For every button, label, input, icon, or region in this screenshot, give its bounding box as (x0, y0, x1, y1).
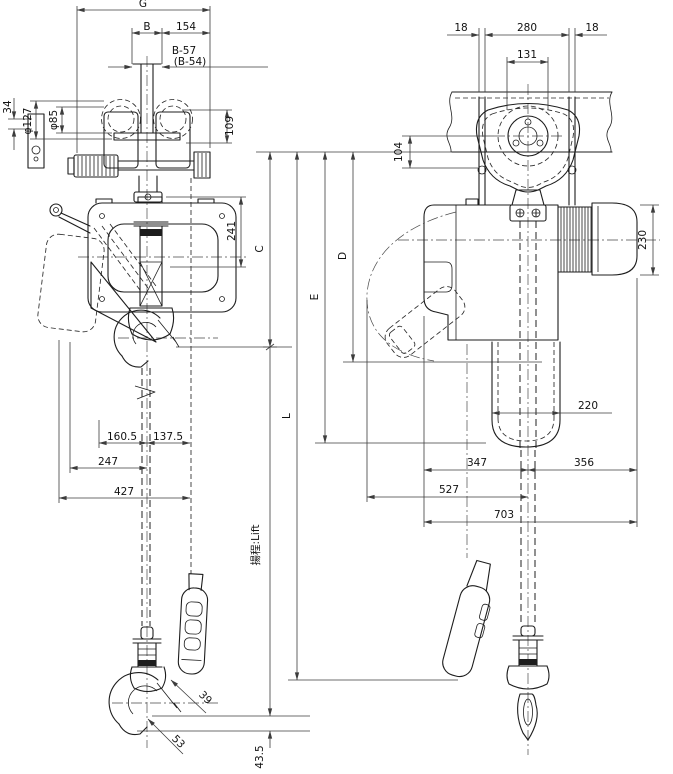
dim-label-247: 247 (98, 456, 118, 468)
trolley-side (27, 99, 211, 203)
motor-fins (557, 206, 593, 273)
motor-end-cap (591, 202, 638, 276)
dim-label-356: 356 (574, 457, 594, 469)
dim-label-220: 220 (578, 400, 598, 412)
dim-label-dia127: φ127 (22, 108, 34, 135)
dimensions-left: G B 154 B-57 (B-54) 34 φ127 φ85 109 (2, 0, 542, 769)
dim-label-137-5: 137.5 (153, 431, 183, 443)
dim-label-230: 230 (637, 230, 649, 250)
bottom-hook-side (108, 626, 310, 736)
dim-label-b54: (B-54) (174, 56, 207, 68)
dim-label-427: 427 (114, 486, 134, 498)
dim-label-d: D (337, 252, 349, 260)
dim-label-43-5: 43.5 (254, 745, 266, 768)
dim-label-34: 34 (2, 100, 14, 114)
dim-label-154: 154 (176, 21, 196, 33)
dim-label-347: 347 (467, 457, 487, 469)
chain-container-side (37, 203, 157, 343)
suspension-crossbar (67, 151, 211, 179)
dim-label-e: E (309, 294, 321, 301)
dim-label-703: 703 (494, 509, 514, 521)
dim-label-109: 109 (224, 116, 236, 136)
dim-label-39: 39 (196, 689, 214, 707)
pendant-front (442, 559, 491, 678)
centerlines-left (78, 56, 248, 748)
pendant-side (177, 573, 209, 675)
right-view: 18 280 18 131 104 230 220 347 356 527 (366, 22, 660, 755)
container-swing-front (366, 211, 466, 362)
dim-label-160-5: 160.5 (107, 431, 137, 443)
ibeam-run (446, 91, 613, 153)
dim-label-lift: 揚程:Lift (249, 525, 262, 566)
dim-label-527: 527 (439, 484, 459, 496)
left-view: G B 154 B-57 (B-54) 34 φ127 φ85 109 (2, 0, 542, 769)
load-chain-side (134, 178, 192, 626)
ibeam-cross-section (113, 63, 181, 141)
hoist-body-front (423, 198, 638, 450)
dim-label-241: 241 (226, 221, 238, 241)
chain-container-front (491, 341, 561, 448)
centerlines-right (398, 84, 660, 755)
dim-label-18-left: 18 (454, 22, 467, 34)
dim-label-104: 104 (393, 142, 405, 162)
dim-label-18-right: 18 (585, 22, 598, 34)
dimensions-right: 18 280 18 131 104 230 220 347 356 527 (366, 22, 659, 527)
dim-label-b57: B-57 (172, 45, 196, 57)
upper-hook-side (113, 221, 180, 368)
dim-label-53: 53 (169, 733, 187, 751)
hoist-body-side (87, 196, 237, 313)
dim-label-b: B (143, 21, 150, 33)
bottom-hook-front (506, 625, 550, 741)
dim-label-g: G (139, 0, 147, 10)
dim-label-131: 131 (517, 49, 537, 61)
trolley-side-plates-front (477, 96, 577, 206)
dim-label-dia85: φ85 (48, 110, 60, 130)
load-chain-front (466, 344, 536, 626)
dim-label-280: 280 (517, 22, 537, 34)
dim-label-l: L (281, 413, 293, 419)
dim-label-c: C (254, 245, 266, 252)
